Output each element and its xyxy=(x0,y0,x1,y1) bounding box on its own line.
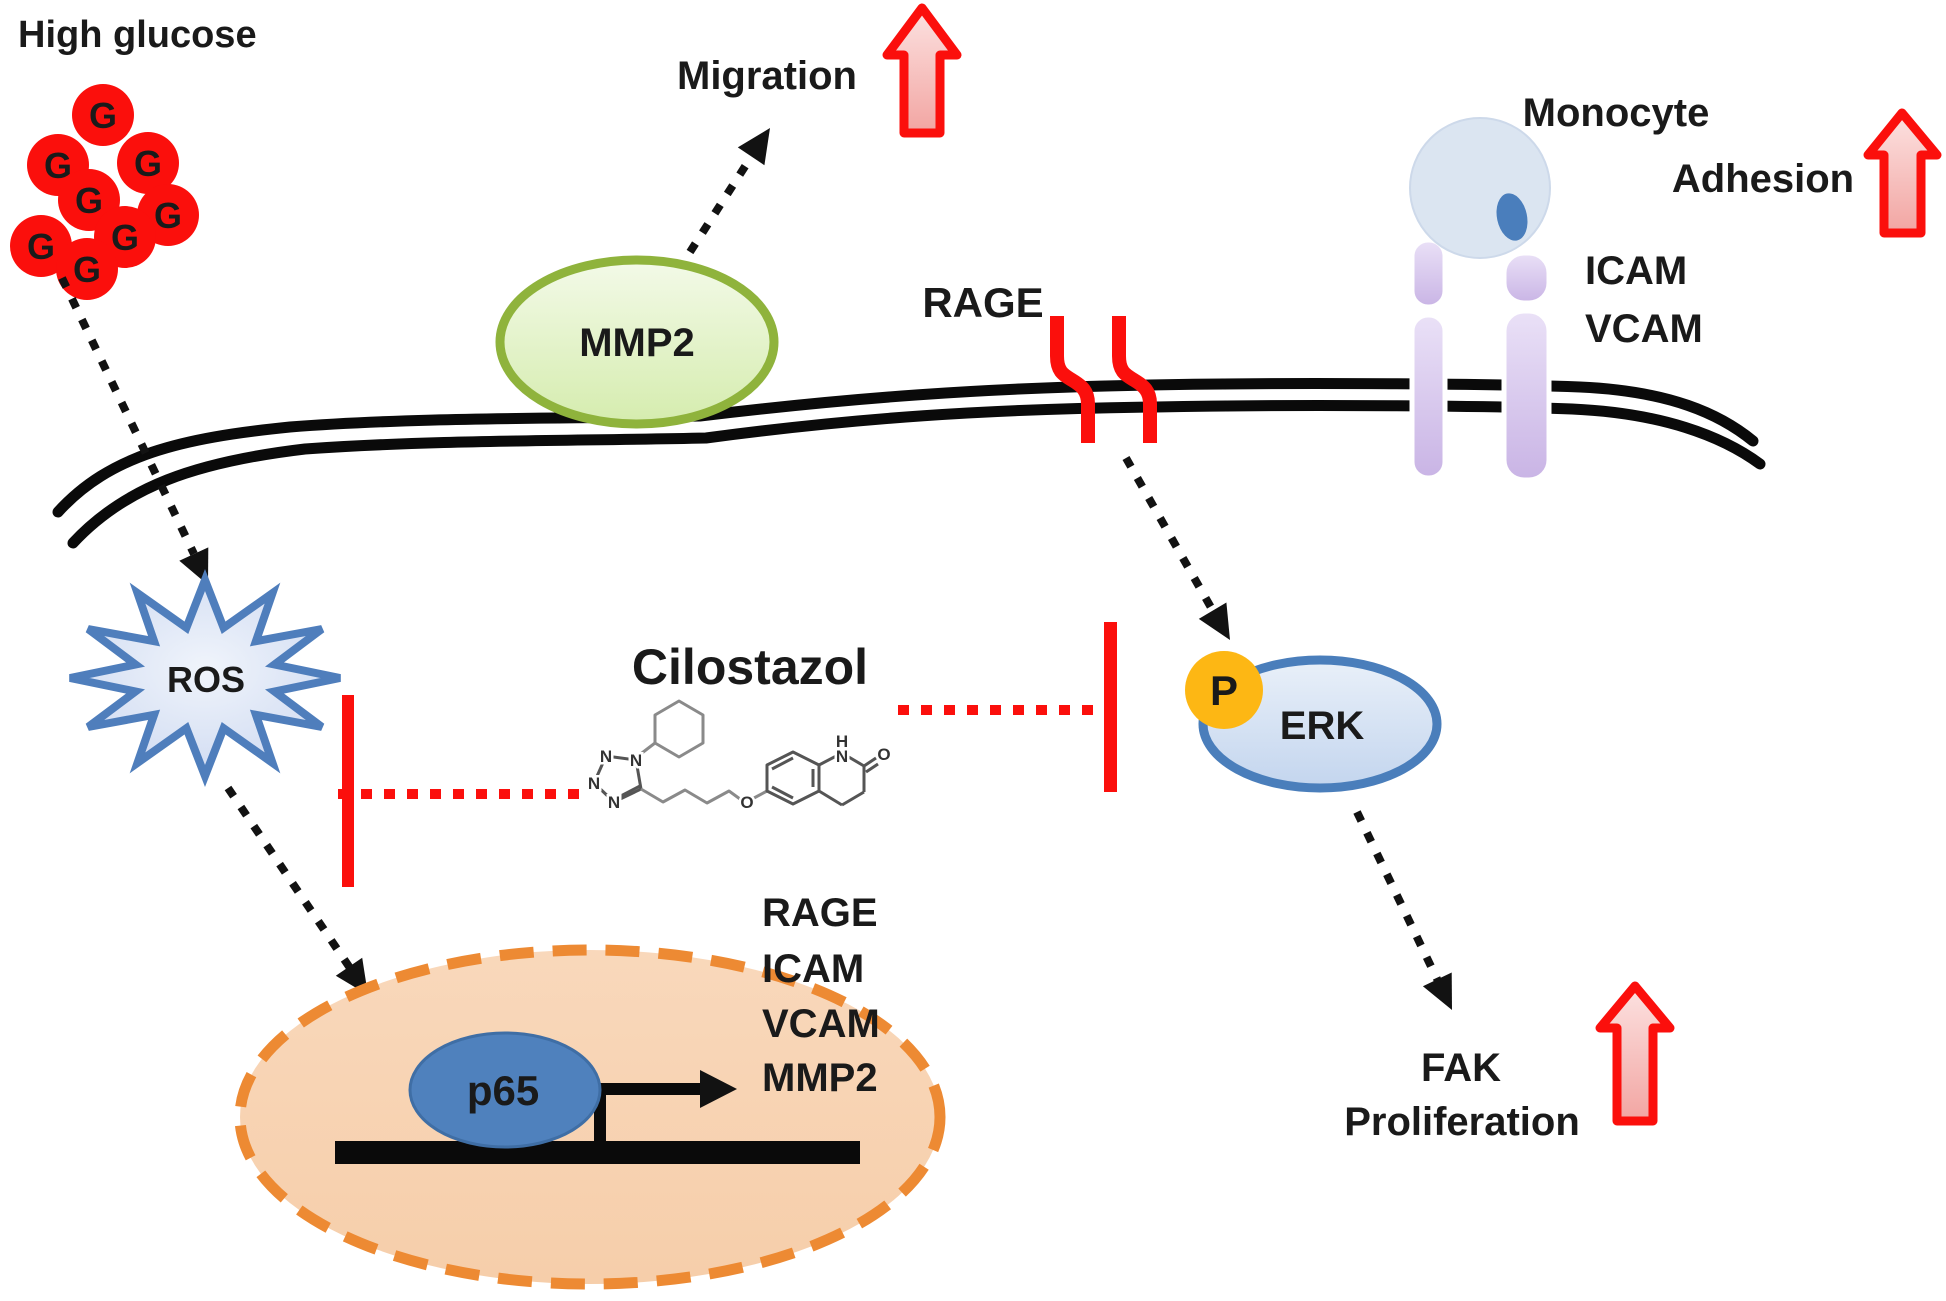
svg-text:O: O xyxy=(740,793,753,812)
phospho-circle xyxy=(1185,651,1263,729)
vcam-label: VCAM xyxy=(1585,307,1703,351)
gene-target-vcam: VCAM xyxy=(762,1002,880,1046)
proliferation-up-arrow-icon xyxy=(1595,981,1675,1126)
svg-text:G: G xyxy=(75,180,103,221)
icam-vcam-receptor-right xyxy=(1501,250,1552,483)
arrow-mmp2-to-migration xyxy=(686,128,770,255)
membrane-upper-line xyxy=(52,378,1759,518)
high-glucose-label: High glucose xyxy=(18,14,257,56)
cilostazol-structure: N N N N O H N O xyxy=(585,699,893,815)
dna-bar xyxy=(335,1141,860,1164)
gene-target-mmp2: MMP2 xyxy=(762,1056,878,1100)
icam-label: ICAM xyxy=(1585,249,1687,293)
svg-text:G: G xyxy=(89,95,117,136)
rage-label: RAGE xyxy=(922,279,1043,326)
proliferation-label: Proliferation xyxy=(1344,1100,1580,1144)
gene-target-rage: RAGE xyxy=(762,891,878,935)
glucose-molecule-cluster: G G G G G G G G xyxy=(10,84,199,300)
migration-label: Migration xyxy=(677,54,857,98)
glucose-circle: G xyxy=(117,132,179,194)
cilostazol-label: Cilostazol xyxy=(632,639,868,695)
mmp2-membrane-label: MMP2 xyxy=(579,321,695,365)
svg-text:O: O xyxy=(877,745,890,764)
gene-target-icam: ICAM xyxy=(762,947,864,991)
svg-text:G: G xyxy=(154,195,182,236)
adhesion-label: Adhesion xyxy=(1672,157,1854,201)
mmp2-ellipse xyxy=(495,255,779,429)
svg-text:N: N xyxy=(630,751,642,770)
glucose-circle: G xyxy=(10,215,72,277)
monocyte-label: Monocyte xyxy=(1523,91,1710,135)
svg-text:N: N xyxy=(836,747,848,766)
ros-burst-icon xyxy=(69,568,341,788)
svg-text:H: H xyxy=(836,732,848,751)
svg-text:G: G xyxy=(111,217,139,258)
monocyte-cell xyxy=(1409,117,1551,259)
ros-label: ROS xyxy=(167,659,245,700)
svg-text:G: G xyxy=(73,249,101,290)
svg-text:N: N xyxy=(588,774,600,793)
glucose-circle: G xyxy=(72,84,134,146)
p65-label: p65 xyxy=(467,1067,539,1114)
fak-label: FAK xyxy=(1421,1046,1501,1090)
svg-text:N: N xyxy=(600,747,612,766)
erk-label: ERK xyxy=(1280,704,1365,748)
svg-text:N: N xyxy=(608,793,620,812)
adhesion-up-arrow-icon xyxy=(1863,108,1942,238)
membrane-lower-line xyxy=(67,400,1766,549)
arrow-rage-to-erk xyxy=(1122,456,1230,640)
glucose-circle: G xyxy=(56,238,118,300)
arrow-erk-to-fak xyxy=(1353,810,1452,1010)
p65-ellipse xyxy=(408,1031,602,1149)
svg-text:G: G xyxy=(134,143,162,184)
phospho-label: P xyxy=(1210,667,1238,714)
inhibition-bar-right xyxy=(1104,622,1117,792)
arrow-glucose-to-ros xyxy=(58,276,209,585)
migration-up-arrow-icon xyxy=(882,3,962,138)
svg-text:G: G xyxy=(27,226,55,267)
rage-receptor-icon xyxy=(1050,316,1157,443)
icam-vcam-receptor-left xyxy=(1409,237,1448,481)
monocyte-nucleus xyxy=(1496,193,1528,241)
gene-target-list: RAGE ICAM VCAM MMP2 xyxy=(762,891,880,1100)
